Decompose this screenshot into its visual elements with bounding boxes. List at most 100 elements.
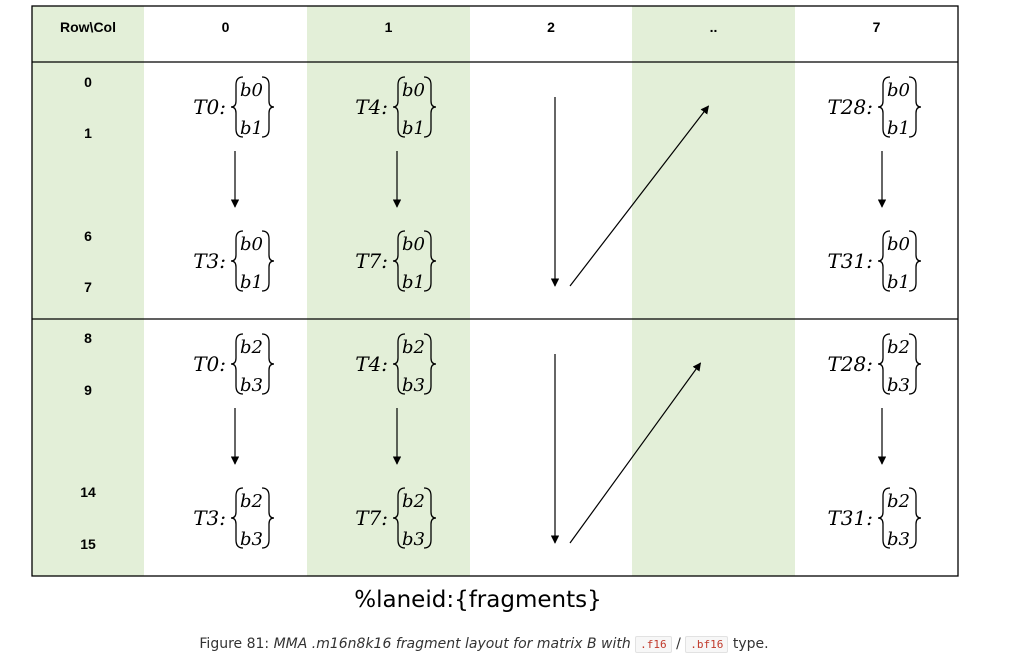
fragment-bottom: b3 <box>402 375 425 396</box>
thread-id: T3: <box>193 249 226 273</box>
column-header-2: 2 <box>547 19 555 35</box>
thread-entry-b1-c1-bottom: T7: b2 b3 <box>355 487 437 550</box>
right-brace <box>261 333 275 395</box>
row-label-14: 14 <box>80 484 96 500</box>
thread-id: T31: <box>827 506 873 530</box>
caption-separator: / <box>671 636 686 652</box>
right-brace <box>423 333 437 395</box>
fragment-top: b0 <box>402 234 425 255</box>
legend-text: %laneid:{fragments} <box>354 587 601 613</box>
left-brace <box>877 230 891 292</box>
figure-caption: Figure 81: MMA .m16n8k16 fragment layout… <box>0 636 968 653</box>
caption-code-f16: .f16 <box>635 636 672 653</box>
thread-entry-b0-c4-bottom: T31: b0 b1 <box>827 230 922 293</box>
right-brace <box>423 487 437 549</box>
left-brace <box>392 333 406 395</box>
left-brace <box>877 333 891 395</box>
thread-id: T4: <box>355 352 388 376</box>
right-brace <box>261 76 275 138</box>
column-shade-3 <box>632 6 795 576</box>
thread-id: T28: <box>827 95 873 119</box>
diagonal-arrow-b0 <box>569 105 710 287</box>
column-header-1: 1 <box>385 19 393 35</box>
fragment-top: b0 <box>887 80 910 101</box>
left-brace <box>877 487 891 549</box>
row-label-7: 7 <box>84 279 92 295</box>
caption-text: MMA .m16n8k16 fragment layout for matrix… <box>273 636 636 652</box>
thread-id: T31: <box>827 249 873 273</box>
fragment-bottom: b3 <box>240 375 263 396</box>
thread-entry-b1-c0-top: T0: b2 b3 <box>193 333 275 396</box>
fragment-top: b2 <box>887 491 910 512</box>
left-brace <box>230 76 244 138</box>
right-brace <box>261 230 275 292</box>
thread-entry-b1-c4-top: T28: b2 b3 <box>827 333 922 396</box>
fragment-top: b2 <box>240 491 263 512</box>
left-brace <box>230 333 244 395</box>
row-label-9: 9 <box>84 382 92 398</box>
corner-cell-shade <box>32 6 144 62</box>
thread-id: T7: <box>355 506 388 530</box>
right-brace <box>908 230 922 292</box>
row-label-15: 15 <box>80 536 96 552</box>
right-brace <box>908 487 922 549</box>
row-label-6: 6 <box>84 228 92 244</box>
thread-id: T3: <box>193 506 226 530</box>
left-brace <box>230 230 244 292</box>
table-border <box>31 5 959 577</box>
corner-header: Row\Col <box>60 19 116 35</box>
thread-id: T0: <box>193 352 226 376</box>
thread-id: T0: <box>193 95 226 119</box>
fragment-bottom: b1 <box>240 272 263 293</box>
right-brace <box>261 487 275 549</box>
right-brace <box>908 76 922 138</box>
fragment-top: b2 <box>402 337 425 358</box>
column-shade-1 <box>307 6 470 576</box>
thread-entry-b1-c4-bottom: T31: b2 b3 <box>827 487 922 550</box>
fragment-bottom: b3 <box>887 529 910 550</box>
fragment-bottom: b1 <box>887 118 910 139</box>
thread-entry-b0-c0-bottom: T3: b0 b1 <box>193 230 275 293</box>
fragment-top: b0 <box>240 80 263 101</box>
left-brace <box>392 76 406 138</box>
fragment-bottom: b3 <box>887 375 910 396</box>
thread-id: T7: <box>355 249 388 273</box>
right-brace <box>423 230 437 292</box>
column-header-4: 7 <box>873 19 881 35</box>
left-brace <box>392 230 406 292</box>
caption-prefix: Figure 81: <box>199 636 274 652</box>
column-header-0: 0 <box>222 19 230 35</box>
left-brace <box>392 487 406 549</box>
row-label-8: 8 <box>84 330 92 346</box>
caption-suffix: type. <box>728 636 769 652</box>
fragment-bottom: b1 <box>402 118 425 139</box>
fragment-top: b2 <box>887 337 910 358</box>
fragment-bottom: b1 <box>887 272 910 293</box>
thread-id: T28: <box>827 352 873 376</box>
right-brace <box>908 333 922 395</box>
left-brace <box>230 487 244 549</box>
thread-entry-b1-c1-top: T4: b2 b3 <box>355 333 437 396</box>
thread-entry-b0-c4-top: T28: b0 b1 <box>827 76 922 139</box>
right-brace <box>423 76 437 138</box>
fragment-top: b0 <box>402 80 425 101</box>
row-label-0: 0 <box>84 74 92 90</box>
fragment-bottom: b3 <box>240 529 263 550</box>
fragment-bottom: b1 <box>240 118 263 139</box>
fragment-top: b0 <box>887 234 910 255</box>
caption-code-bf16: .bf16 <box>685 636 729 653</box>
thread-entry-b0-c1-top: T4: b0 b1 <box>355 76 437 139</box>
thread-entry-b0-c1-bottom: T7: b0 b1 <box>355 230 437 293</box>
fragment-top: b2 <box>402 491 425 512</box>
row-label-1: 1 <box>84 125 92 141</box>
fragment-bottom: b1 <box>402 272 425 293</box>
thread-entry-b0-c0-top: T0: b0 b1 <box>193 76 275 139</box>
diagonal-arrow-b1 <box>569 362 701 544</box>
thread-id: T4: <box>355 95 388 119</box>
fragment-bottom: b3 <box>402 529 425 550</box>
fragment-top: b0 <box>240 234 263 255</box>
thread-entry-b1-c0-bottom: T3: b2 b3 <box>193 487 275 550</box>
column-header-3: .. <box>710 19 718 35</box>
fragment-top: b2 <box>240 337 263 358</box>
